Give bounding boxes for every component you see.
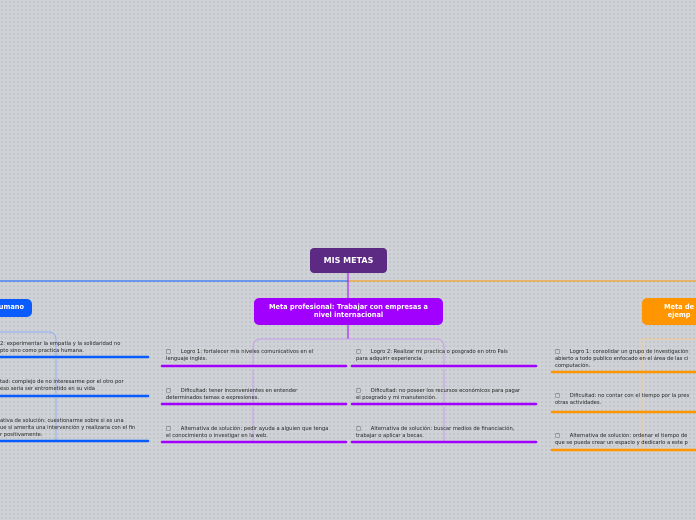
leaf-right-alternativa[interactable]: □ Alternativa de solución: ordenar el ti… xyxy=(555,433,688,447)
leaf-right-logro[interactable]: □ Logro 1: consolidar un grupo de invest… xyxy=(555,349,689,370)
leaf-center-dificultad-1[interactable]: □ Dificultad: tener inconvenientes en en… xyxy=(166,388,298,402)
leaf-left-logro[interactable]: 2: experimentar la empatía y la solidari… xyxy=(0,341,121,355)
root-title: MIS METAS xyxy=(323,255,374,265)
leaf-center-logro-2[interactable]: □ Logro 2: Realizar mi practica o posgra… xyxy=(356,349,508,363)
leaf-right-dificultad[interactable]: □ Dificultad: no contar con el tiempo po… xyxy=(555,393,690,407)
branch-center-title: Meta profesional: Trabajar con empresas … xyxy=(269,302,428,319)
leaf-center-logro-1[interactable]: □ Logro 1: fortalecer mis niveles comuni… xyxy=(166,349,314,363)
branch-node-center[interactable]: Meta profesional: Trabajar con empresas … xyxy=(254,298,443,325)
leaf-center-alternativa-1[interactable]: □ Alternativa de solución: pedir ayuda a… xyxy=(166,426,329,440)
branch-right-title: Meta de ejemp xyxy=(664,302,695,319)
branch-node-right[interactable]: Meta de ejemp xyxy=(642,298,696,325)
leaf-center-alternativa-2[interactable]: □ Alternativa de solución: buscar medios… xyxy=(356,426,515,440)
leaf-left-alternativa[interactable]: ativa de solución: cuestionarme sobre si… xyxy=(0,418,136,439)
leaf-left-dificultad[interactable]: tad: complejo de no interesarme por el o… xyxy=(0,379,124,393)
branch-node-left[interactable]: umano xyxy=(0,299,32,317)
leaf-center-dificultad-2[interactable]: □ Dificultad: no poseer los recursos eco… xyxy=(356,388,521,402)
root-node[interactable]: MIS METAS xyxy=(310,248,387,273)
branch-left-title: umano xyxy=(0,303,24,312)
